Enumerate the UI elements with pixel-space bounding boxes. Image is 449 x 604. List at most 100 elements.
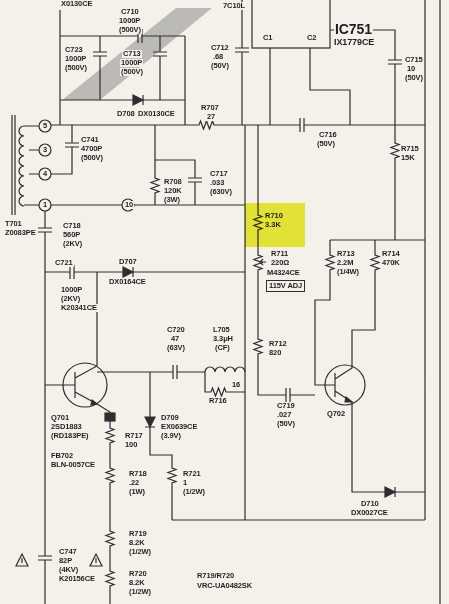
part-label: D710 (360, 500, 380, 508)
part-label: R717 (124, 432, 144, 440)
part-label: 82P (58, 557, 73, 565)
ic-body (252, 0, 330, 48)
part-label: 1000P (120, 59, 143, 67)
capacitor-symbol (62, 265, 82, 279)
part-label: D707 (118, 258, 138, 266)
part-label: 470K (381, 259, 401, 267)
resistor-symbol (106, 568, 114, 589)
resistor-symbol (106, 425, 114, 446)
resistor-symbol (196, 121, 217, 129)
part-label: DX0164CE (108, 278, 147, 286)
part-label: 8.2K (128, 539, 145, 547)
inductor-coil (205, 367, 245, 372)
terminal (39, 168, 51, 180)
part-label: D709 (160, 414, 180, 422)
part-label: (1/2W) (182, 488, 206, 496)
part-label: (50V) (404, 74, 424, 82)
part-label: K20156CE (58, 575, 96, 583)
part-label: (2KV) (60, 295, 81, 303)
transformer-winding (19, 126, 24, 206)
part-label: R712 (268, 340, 288, 348)
part-label: C1 (262, 34, 273, 42)
diode-symbol (128, 95, 148, 105)
part-label: (50V) (276, 420, 296, 428)
part-label: C747 (58, 548, 78, 556)
part-label: IX1779CE (333, 38, 375, 47)
part-label: D708 (116, 110, 136, 118)
resistor-symbol (391, 140, 399, 161)
highlight-box: R7103.3K (245, 203, 305, 247)
part-label: (50V) (316, 140, 336, 148)
part-label: FB702 (50, 452, 74, 460)
transistor-symbol (63, 363, 107, 407)
part-label: R715 (400, 145, 420, 153)
transistor-symbol (325, 365, 365, 405)
part-label: C741 (80, 136, 100, 144)
part-label: C715 (404, 56, 424, 64)
part-label: R710 (265, 211, 301, 220)
warning-mark (95, 558, 96, 563)
part-label: Q702 (326, 410, 346, 418)
part-label: (CF) (214, 344, 231, 352)
part-label: 220Ω (270, 259, 290, 267)
part-label: R719 (128, 530, 148, 538)
part-label: (4KV) (58, 566, 79, 574)
part-label: 4 (42, 170, 48, 178)
resistor-symbol (106, 465, 114, 486)
part-label: .68 (212, 53, 224, 61)
part-label: C721 (54, 259, 74, 267)
part-label: 1000P (60, 286, 83, 294)
capacitor-symbol (188, 170, 202, 190)
part-label: 1 (42, 201, 48, 209)
part-label: 27 (206, 113, 216, 121)
capacitor-symbol (38, 548, 52, 568)
resistor-symbol (326, 252, 334, 273)
part-label: BLN-0057CE (50, 461, 96, 469)
terminal (39, 144, 51, 156)
part-label: DX0027CE (350, 509, 389, 517)
part-label: .027 (276, 411, 292, 419)
part-label: EX0639CE (160, 423, 198, 431)
part-label: 16 (231, 381, 241, 389)
part-label: R714 (381, 250, 401, 258)
ferrite-bead (105, 413, 115, 421)
part-label: 560P (62, 231, 81, 239)
part-label: (50V) (210, 62, 230, 70)
part-label: (500V) (120, 68, 144, 76)
part-label: (1W) (128, 488, 146, 496)
part-label: (63V) (166, 344, 186, 352)
part-label: C712 (210, 44, 230, 52)
part-label: 4700P (80, 145, 103, 153)
resistor-symbol (151, 175, 159, 196)
part-label: 1000P (64, 55, 87, 63)
part-label: 7C10L (222, 2, 246, 10)
part-label: R720 (128, 570, 148, 578)
part-label: R711 (270, 250, 289, 258)
part-label: 2SD1883 (50, 423, 83, 431)
part-label: (500V) (80, 154, 104, 162)
warning-triangle (16, 554, 28, 566)
capacitor-symbol (235, 40, 249, 60)
wiring (12, 0, 440, 604)
part-label: (500V) (118, 26, 142, 34)
part-label: R713 (336, 250, 356, 258)
capacitor-symbol (292, 118, 312, 132)
terminal (122, 199, 134, 211)
capacitor-symbol (278, 388, 298, 402)
capacitor-symbol (93, 44, 107, 64)
diode-symbol (118, 267, 138, 277)
part-label: R718 (128, 470, 148, 478)
part-label: (1/2W) (128, 548, 152, 556)
zener-symbol (145, 412, 155, 432)
part-label: (3W) (163, 196, 181, 204)
terminal (39, 199, 51, 211)
emitter-arrow (345, 397, 352, 402)
part-label: VRC-UA0482SK (196, 582, 253, 590)
part-label: (500V) (64, 64, 88, 72)
part-label: (1/4W) (336, 268, 360, 276)
part-label: K20341CE (60, 304, 98, 312)
part-label: C710 (120, 8, 140, 16)
part-label: C718 (62, 222, 82, 230)
warning-triangle (90, 554, 102, 566)
